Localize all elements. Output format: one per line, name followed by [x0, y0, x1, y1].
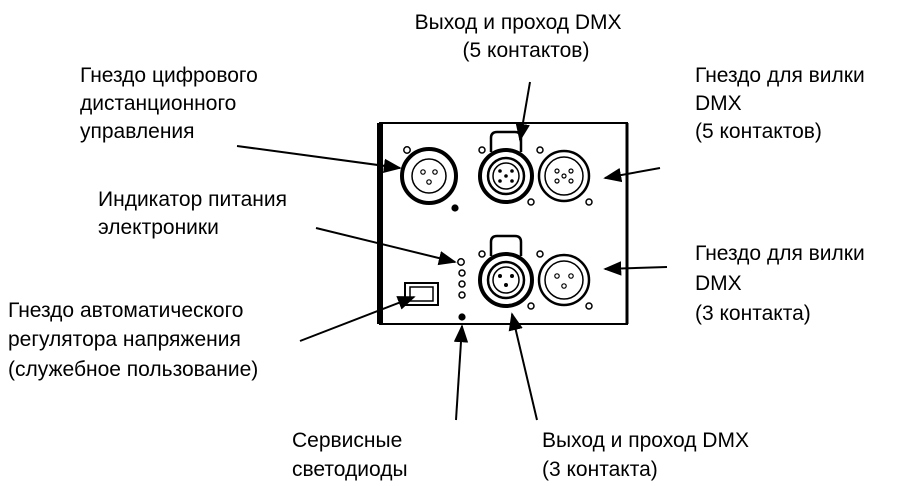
- arrow-dmx-in3: [603, 261, 668, 276]
- label-dmx-out-5pin: Выход и проход DMX (5 контактов): [415, 11, 628, 62]
- label-service-leds: Сервисные светодиоды: [292, 429, 408, 481]
- dmx-out-5pin-socket: [478, 130, 535, 206]
- label-dmx-in-3pin: Гнездо для вилки DMX (3 контакта): [695, 242, 871, 325]
- label-dmx-in-5pin: Гнездо для вилки DMX (5 контактов): [695, 64, 871, 143]
- digital-remote-socket: [400, 146, 459, 212]
- arrow-dmx-in5: [603, 167, 661, 183]
- power-indicator-led: [457, 258, 465, 266]
- dmx-in-5pin-socket: [536, 146, 593, 206]
- dmx-out-3pin-socket: [478, 234, 535, 310]
- label-power-indicator: Индикатор питания электроники: [98, 188, 293, 239]
- arrow-digital-remote: [236, 145, 402, 173]
- arrow-service-leds: [453, 324, 469, 421]
- label-digital-remote: Гнездо цифрового дистанционного управлен…: [80, 64, 264, 143]
- label-dmx-out-3pin: Выход и проход DMX (3 контакта): [542, 429, 755, 481]
- service-leds: [458, 269, 466, 321]
- connector-panel: [377, 122, 629, 325]
- label-voltage-regulator: Гнездо автоматического регулятора напряж…: [8, 299, 258, 381]
- arrow-voltage-regulator: [299, 296, 416, 342]
- callout-arrows: [236, 81, 668, 421]
- arrow-power-indicator: [315, 227, 457, 266]
- arrow-dmx-out5: [515, 81, 531, 142]
- dmx-in-3pin-socket: [536, 250, 593, 310]
- arrow-dmx-out3: [508, 312, 538, 421]
- voltage-regulator-socket: [404, 282, 439, 306]
